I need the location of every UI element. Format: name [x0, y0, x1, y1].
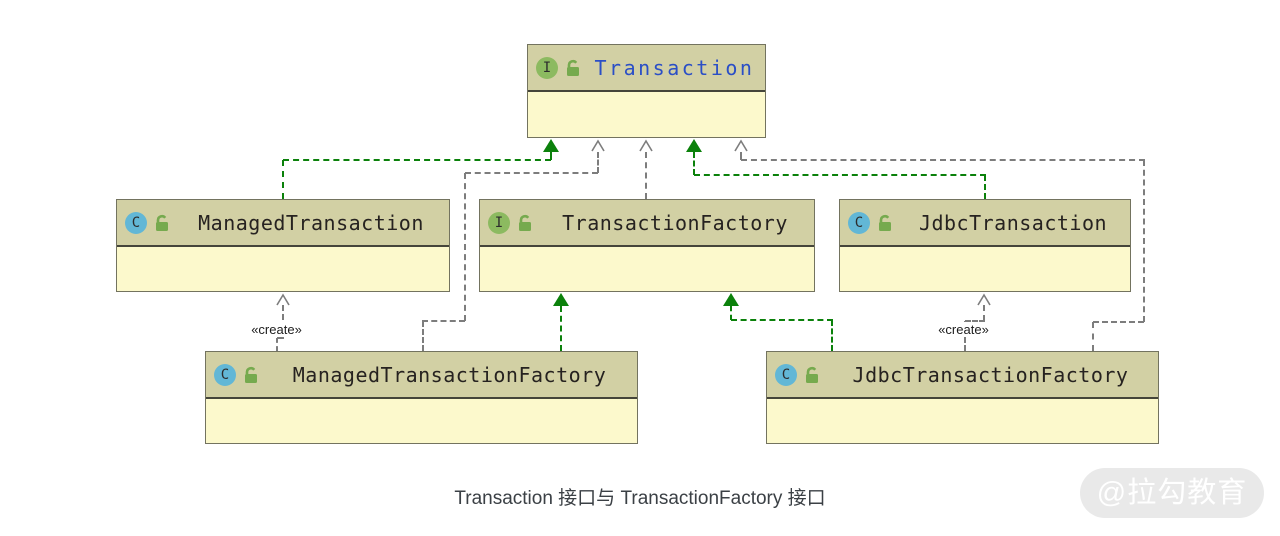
class-header: I TransactionFactory	[480, 200, 814, 247]
implements-arrowhead-icon	[723, 293, 739, 306]
class-box-jdbc-transaction-factory[interactable]: C JdbcTransactionFactory	[766, 351, 1159, 444]
edge-segment	[597, 152, 599, 173]
class-name: ManagedTransaction	[198, 210, 424, 235]
unlocked-icon	[245, 366, 257, 383]
edge-segment	[694, 174, 986, 176]
edge-segment	[550, 152, 552, 160]
dependency-arrowhead-icon	[639, 139, 653, 152]
edge-segment	[422, 320, 465, 322]
class-box-transaction-factory[interactable]: I TransactionFactory	[479, 199, 815, 292]
class-members-section	[528, 92, 765, 136]
dependency-arrowhead-icon	[276, 293, 290, 306]
class-members-section	[206, 399, 637, 443]
edge-segment	[276, 338, 278, 351]
class-name: ManagedTransactionFactory	[292, 362, 607, 387]
implements-arrowhead-icon	[543, 139, 559, 152]
edge-segment	[1093, 321, 1144, 323]
implements-arrowhead-icon	[686, 139, 702, 152]
class-name: JdbcTransaction	[918, 210, 1108, 235]
class-name: TransactionFactory	[562, 210, 788, 235]
edge-segment	[464, 173, 466, 321]
class-header: C ManagedTransactionFactory	[206, 352, 637, 399]
class-members-section	[840, 247, 1130, 291]
class-box-managed-transaction-factory[interactable]: C ManagedTransactionFactory	[205, 351, 638, 444]
edge-segment	[741, 159, 1145, 161]
class-header: I Transaction	[528, 45, 765, 92]
edge-segment	[740, 152, 742, 160]
edge-segment	[283, 159, 551, 161]
edge-segment	[1092, 322, 1094, 351]
edge-segment	[730, 306, 732, 320]
edge-segment	[693, 152, 695, 175]
interface-badge-icon: I	[488, 212, 510, 234]
unlocked-icon	[519, 214, 531, 231]
edge-segment	[983, 305, 985, 321]
class-badge-icon: C	[125, 212, 147, 234]
edge-segment	[277, 337, 284, 339]
unlocked-icon	[806, 366, 818, 383]
class-box-transaction[interactable]: I Transaction	[527, 44, 766, 138]
watermark-badge: @拉勾教育	[1080, 468, 1264, 518]
edge-segment	[465, 172, 598, 174]
class-box-managed-transaction[interactable]: C ManagedTransaction	[116, 199, 450, 292]
class-members-section	[767, 399, 1158, 443]
edge-segment	[831, 320, 833, 351]
create-stereotype-label: «create»	[246, 322, 307, 337]
class-badge-icon: C	[214, 364, 236, 386]
edge-segment	[1143, 160, 1145, 322]
edge-segment	[422, 321, 424, 351]
create-stereotype-label: «create»	[933, 322, 994, 337]
implements-arrowhead-icon	[553, 293, 569, 306]
dependency-arrowhead-icon	[734, 139, 748, 152]
edge-segment	[984, 175, 986, 199]
class-box-jdbc-transaction[interactable]: C JdbcTransaction	[839, 199, 1131, 292]
class-members-section	[117, 247, 449, 291]
class-members-section	[480, 247, 814, 291]
edge-segment	[645, 152, 647, 199]
dependency-arrowhead-icon	[591, 139, 605, 152]
class-header: C JdbcTransaction	[840, 200, 1130, 247]
diagram-caption: Transaction 接口与 TransactionFactory 接口	[454, 488, 826, 509]
class-name: Transaction	[594, 55, 755, 80]
edge-segment	[965, 320, 985, 322]
class-header: C JdbcTransactionFactory	[767, 352, 1158, 399]
unlocked-icon	[156, 214, 168, 231]
class-header: C ManagedTransaction	[117, 200, 449, 247]
edge-segment	[282, 305, 284, 338]
class-badge-icon: C	[775, 364, 797, 386]
edge-segment	[560, 306, 562, 351]
unlocked-icon	[879, 214, 891, 231]
class-name: JdbcTransactionFactory	[852, 362, 1129, 387]
edge-segment	[282, 160, 284, 199]
dependency-arrowhead-icon	[977, 293, 991, 306]
unlocked-icon	[567, 59, 579, 76]
interface-badge-icon: I	[536, 57, 558, 79]
class-badge-icon: C	[848, 212, 870, 234]
edge-segment	[731, 319, 833, 321]
